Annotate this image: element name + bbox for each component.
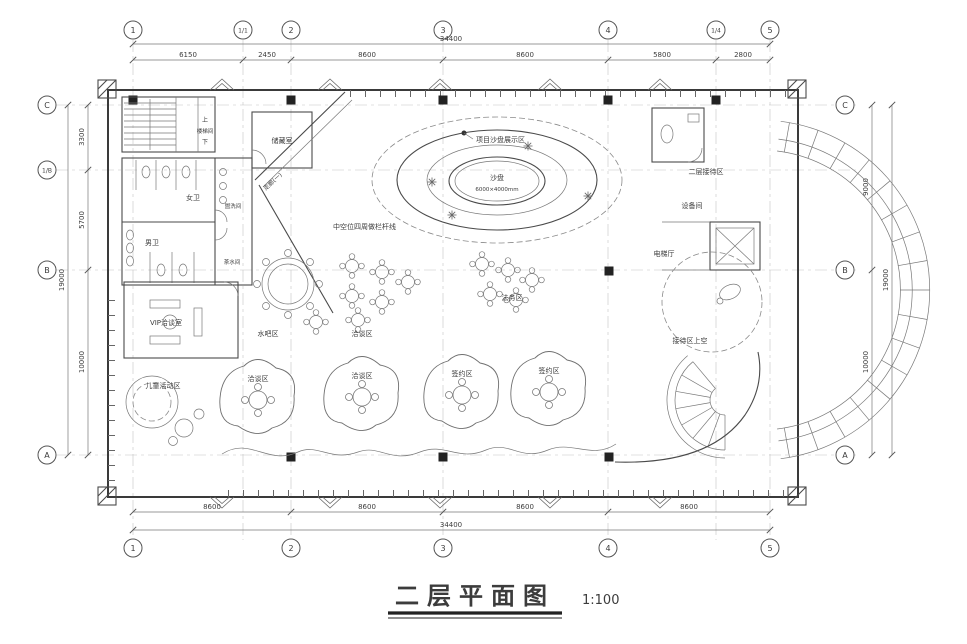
talk-area-middle: 洽谈区	[339, 253, 421, 338]
axis-label: A	[44, 451, 50, 460]
talk-area-label: 洽谈区	[248, 374, 269, 383]
title-scale: 1:100	[582, 593, 619, 608]
vip-room-label: VIP洽谈室	[150, 318, 182, 327]
dim-text: 19000	[882, 269, 890, 291]
title-text: 二层平面图	[395, 582, 555, 610]
reception-void: 接待区上空	[661, 251, 763, 353]
dim-text: 8600	[358, 503, 376, 511]
dim-text: 10000	[862, 351, 870, 373]
dim-text: 9000	[862, 178, 870, 196]
axis-label: B	[842, 266, 848, 275]
axis-label: B	[44, 266, 50, 275]
stair-room: 上 楼梯间 下	[121, 96, 216, 153]
talk-blob-2: 洽谈区	[323, 356, 400, 431]
axis-label: 1/1	[238, 28, 248, 35]
grid-bubbles-top: 1 1/1 2 3 4 1/4 5	[123, 20, 780, 40]
legal-area-label: 法务区	[502, 293, 523, 302]
storage-room: 储藏室	[251, 111, 313, 169]
sign-blob-2: 签约区	[510, 351, 587, 426]
spiral-stair	[614, 351, 761, 463]
talk-area-label: 洽谈区	[352, 371, 373, 380]
dim-text: 19000	[58, 269, 66, 291]
dim-text: 2450	[258, 51, 276, 59]
talk-area-label: 洽谈区	[352, 329, 373, 338]
water-bar-area: 水吧区	[253, 249, 329, 338]
equipment-room: 二层接待区 设备间	[651, 107, 724, 210]
talk-blob-1: 洽谈区	[219, 359, 296, 434]
axis-label: 1/B	[42, 168, 52, 175]
vip-room: VIP洽谈室	[123, 281, 239, 359]
axis-label: 2	[288, 26, 293, 35]
stair-up-label: 上	[202, 116, 208, 124]
axis-label: 4	[605, 544, 610, 553]
sand-table-zone: 沙盘 6000×4000mm 项目沙盘展示区 中空位四周做栏杆线	[333, 116, 623, 244]
curved-facade-fan	[777, 120, 931, 460]
building-shell	[97, 78, 807, 509]
axis-label: 3	[440, 26, 445, 35]
decorative-wavy-line	[221, 443, 617, 457]
dim-text: 6150	[179, 51, 197, 59]
void-railing-note: 中空位四周做栏杆线	[333, 222, 396, 231]
dimensions-right: 9000 10000 19000	[862, 101, 896, 459]
sand-table-size: 6000×4000mm	[475, 187, 518, 193]
dim-text: 2800	[734, 51, 752, 59]
corridor-walls: 走廊(一)	[254, 91, 353, 314]
storage-label: 储藏室	[272, 136, 293, 145]
sign-area-label: 签约区	[452, 369, 473, 378]
stair-down-label: 下	[202, 139, 208, 146]
reception2-label: 二层接待区	[689, 167, 724, 176]
axis-label: 3	[440, 544, 445, 553]
legal-area: 法务区	[469, 251, 545, 313]
axis-label: A	[842, 451, 848, 460]
drawing-title: 二层平面图 1:100	[388, 582, 619, 619]
dim-text: 34400	[440, 35, 462, 43]
axis-label: 5	[767, 544, 772, 553]
dim-text: 8600	[516, 51, 534, 59]
dim-text: 5700	[78, 211, 86, 229]
axis-label: C	[842, 101, 848, 110]
stair-room-label: 楼梯间	[197, 127, 214, 135]
dim-text: 10000	[78, 351, 86, 373]
dimensions-top: 34400 6150 2450 8600 8600 5800 2800	[129, 35, 774, 64]
dim-text: 5800	[653, 51, 671, 59]
toilet-block: 女卫 男卫 盥洗间 茶水间	[121, 157, 253, 286]
tea-room-label: 茶水间	[224, 258, 241, 266]
sign-area-label: 签约区	[539, 366, 560, 375]
grid-bubbles-left: C 1/B B A	[37, 95, 57, 465]
dim-text: 3300	[78, 128, 86, 146]
grid-bubbles-right: C B A	[835, 95, 855, 465]
dim-text: 8600	[680, 503, 698, 511]
axis-label: 2	[288, 544, 293, 553]
kids-area-label: 儿童活动区	[146, 381, 181, 390]
dimensions-left: 3300 5700 10000 19000	[58, 101, 92, 459]
women-wc-label: 女卫	[186, 193, 200, 202]
men-wc-label: 男卫	[145, 239, 159, 247]
corridor-label: 走廊(一)	[262, 171, 284, 192]
sand-note: 项目沙盘展示区	[476, 135, 525, 144]
dim-text: 8600	[358, 51, 376, 59]
dim-text: 8600	[516, 503, 534, 511]
axis-label: 5	[767, 26, 772, 35]
dim-text: 34400	[440, 521, 462, 529]
axis-label: 1/4	[711, 28, 721, 35]
dim-text: 8600	[203, 503, 221, 511]
sign-blob-1: 签约区	[423, 354, 500, 429]
elevator: 电梯厅	[654, 221, 761, 271]
reception-void-label: 接待区上空	[673, 336, 708, 345]
axis-label: 4	[605, 26, 610, 35]
axis-label: C	[44, 101, 50, 110]
water-bar-label: 水吧区	[258, 329, 279, 338]
elevator-hall-label: 电梯厅	[654, 249, 675, 258]
axis-label: 1	[130, 544, 135, 553]
axis-label: 1	[130, 26, 135, 35]
equipment-label: 设备间	[682, 201, 703, 210]
kids-area: 儿童活动区	[125, 375, 205, 446]
grid-bubbles-bottom: 1 2 3 4 5	[123, 538, 780, 558]
wash-room-label: 盥洗间	[225, 202, 242, 210]
dimensions-bottom: 8600 8600 8600 8600 34400	[129, 503, 774, 534]
sand-table-label: 沙盘	[490, 173, 504, 182]
